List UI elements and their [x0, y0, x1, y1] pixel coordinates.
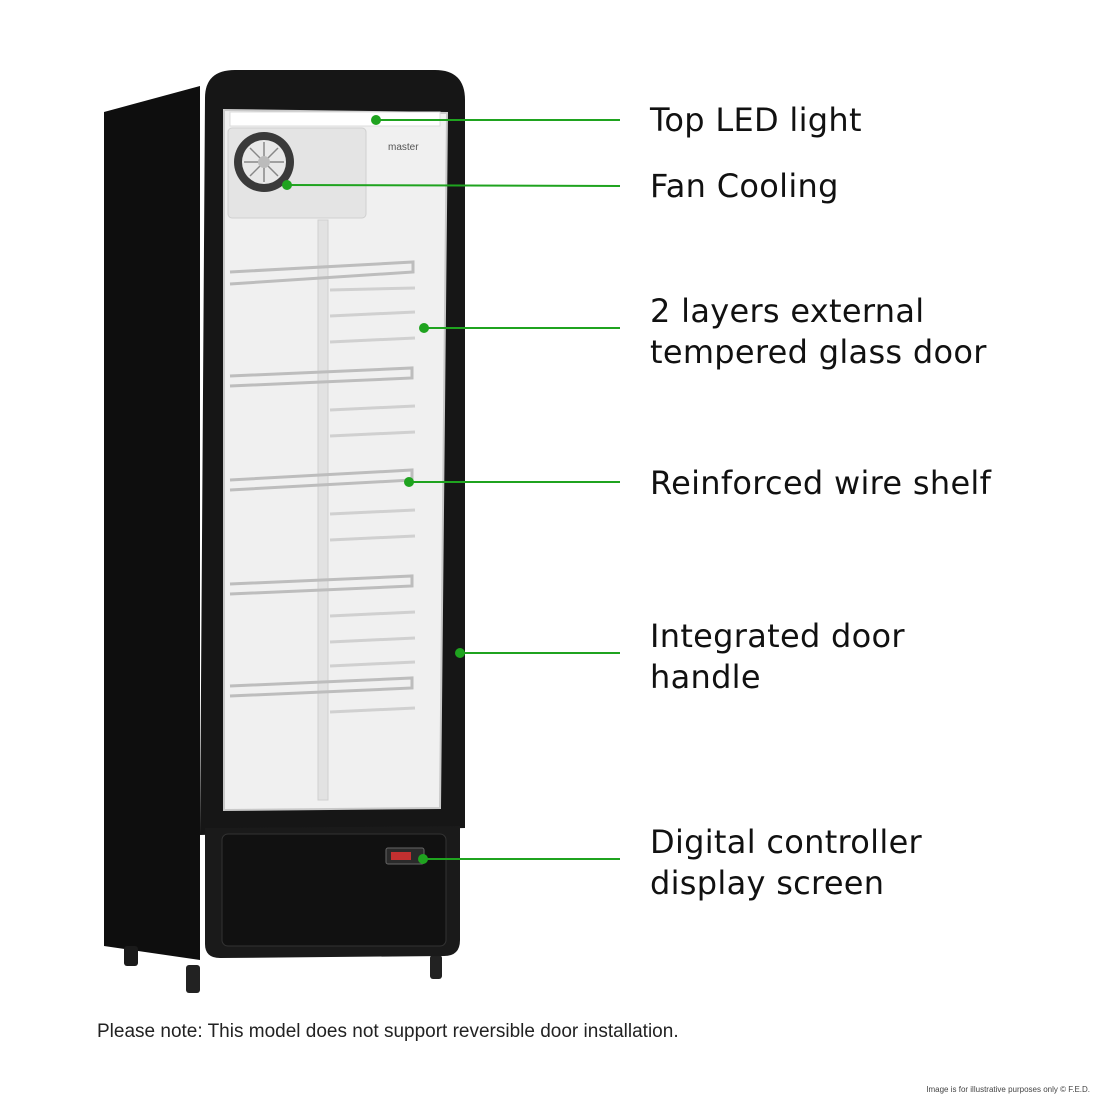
callout-line-wire-shelf: [404, 477, 620, 487]
callout-line-top-led: [371, 115, 620, 125]
disclaimer: Image is for illustrative purposes only …: [926, 1085, 1090, 1094]
fridge-foot-right: [430, 955, 442, 979]
callout-label-glass-door: 2 layers external tempered glass door: [650, 292, 987, 371]
callout-line-controller: [418, 854, 620, 864]
shelf-brackets: [329, 286, 416, 714]
brand-logo: master: [388, 142, 419, 153]
callout-label-fan-cooling: Fan Cooling: [650, 167, 839, 205]
callout-line-door-handle: [455, 648, 620, 658]
fridge-side-panel: [104, 86, 200, 960]
rear-rail: [317, 219, 329, 801]
callout-label-controller: Digital controller display screen: [650, 823, 923, 902]
callout-label-top-led-light: Top LED light: [650, 101, 862, 139]
callout-line-glass-door: [419, 323, 620, 333]
fridge-foot-left: [186, 965, 200, 993]
fridge-foot-back: [124, 946, 138, 966]
callout-label-wire-shelf: Reinforced wire shelf: [650, 464, 992, 502]
callout-label-door-handle: Integrated door handle: [650, 617, 905, 696]
footnote: Please note: This model does not support…: [97, 1021, 679, 1042]
wire-shelves: [229, 260, 415, 698]
callout-line-fan: [282, 180, 621, 190]
